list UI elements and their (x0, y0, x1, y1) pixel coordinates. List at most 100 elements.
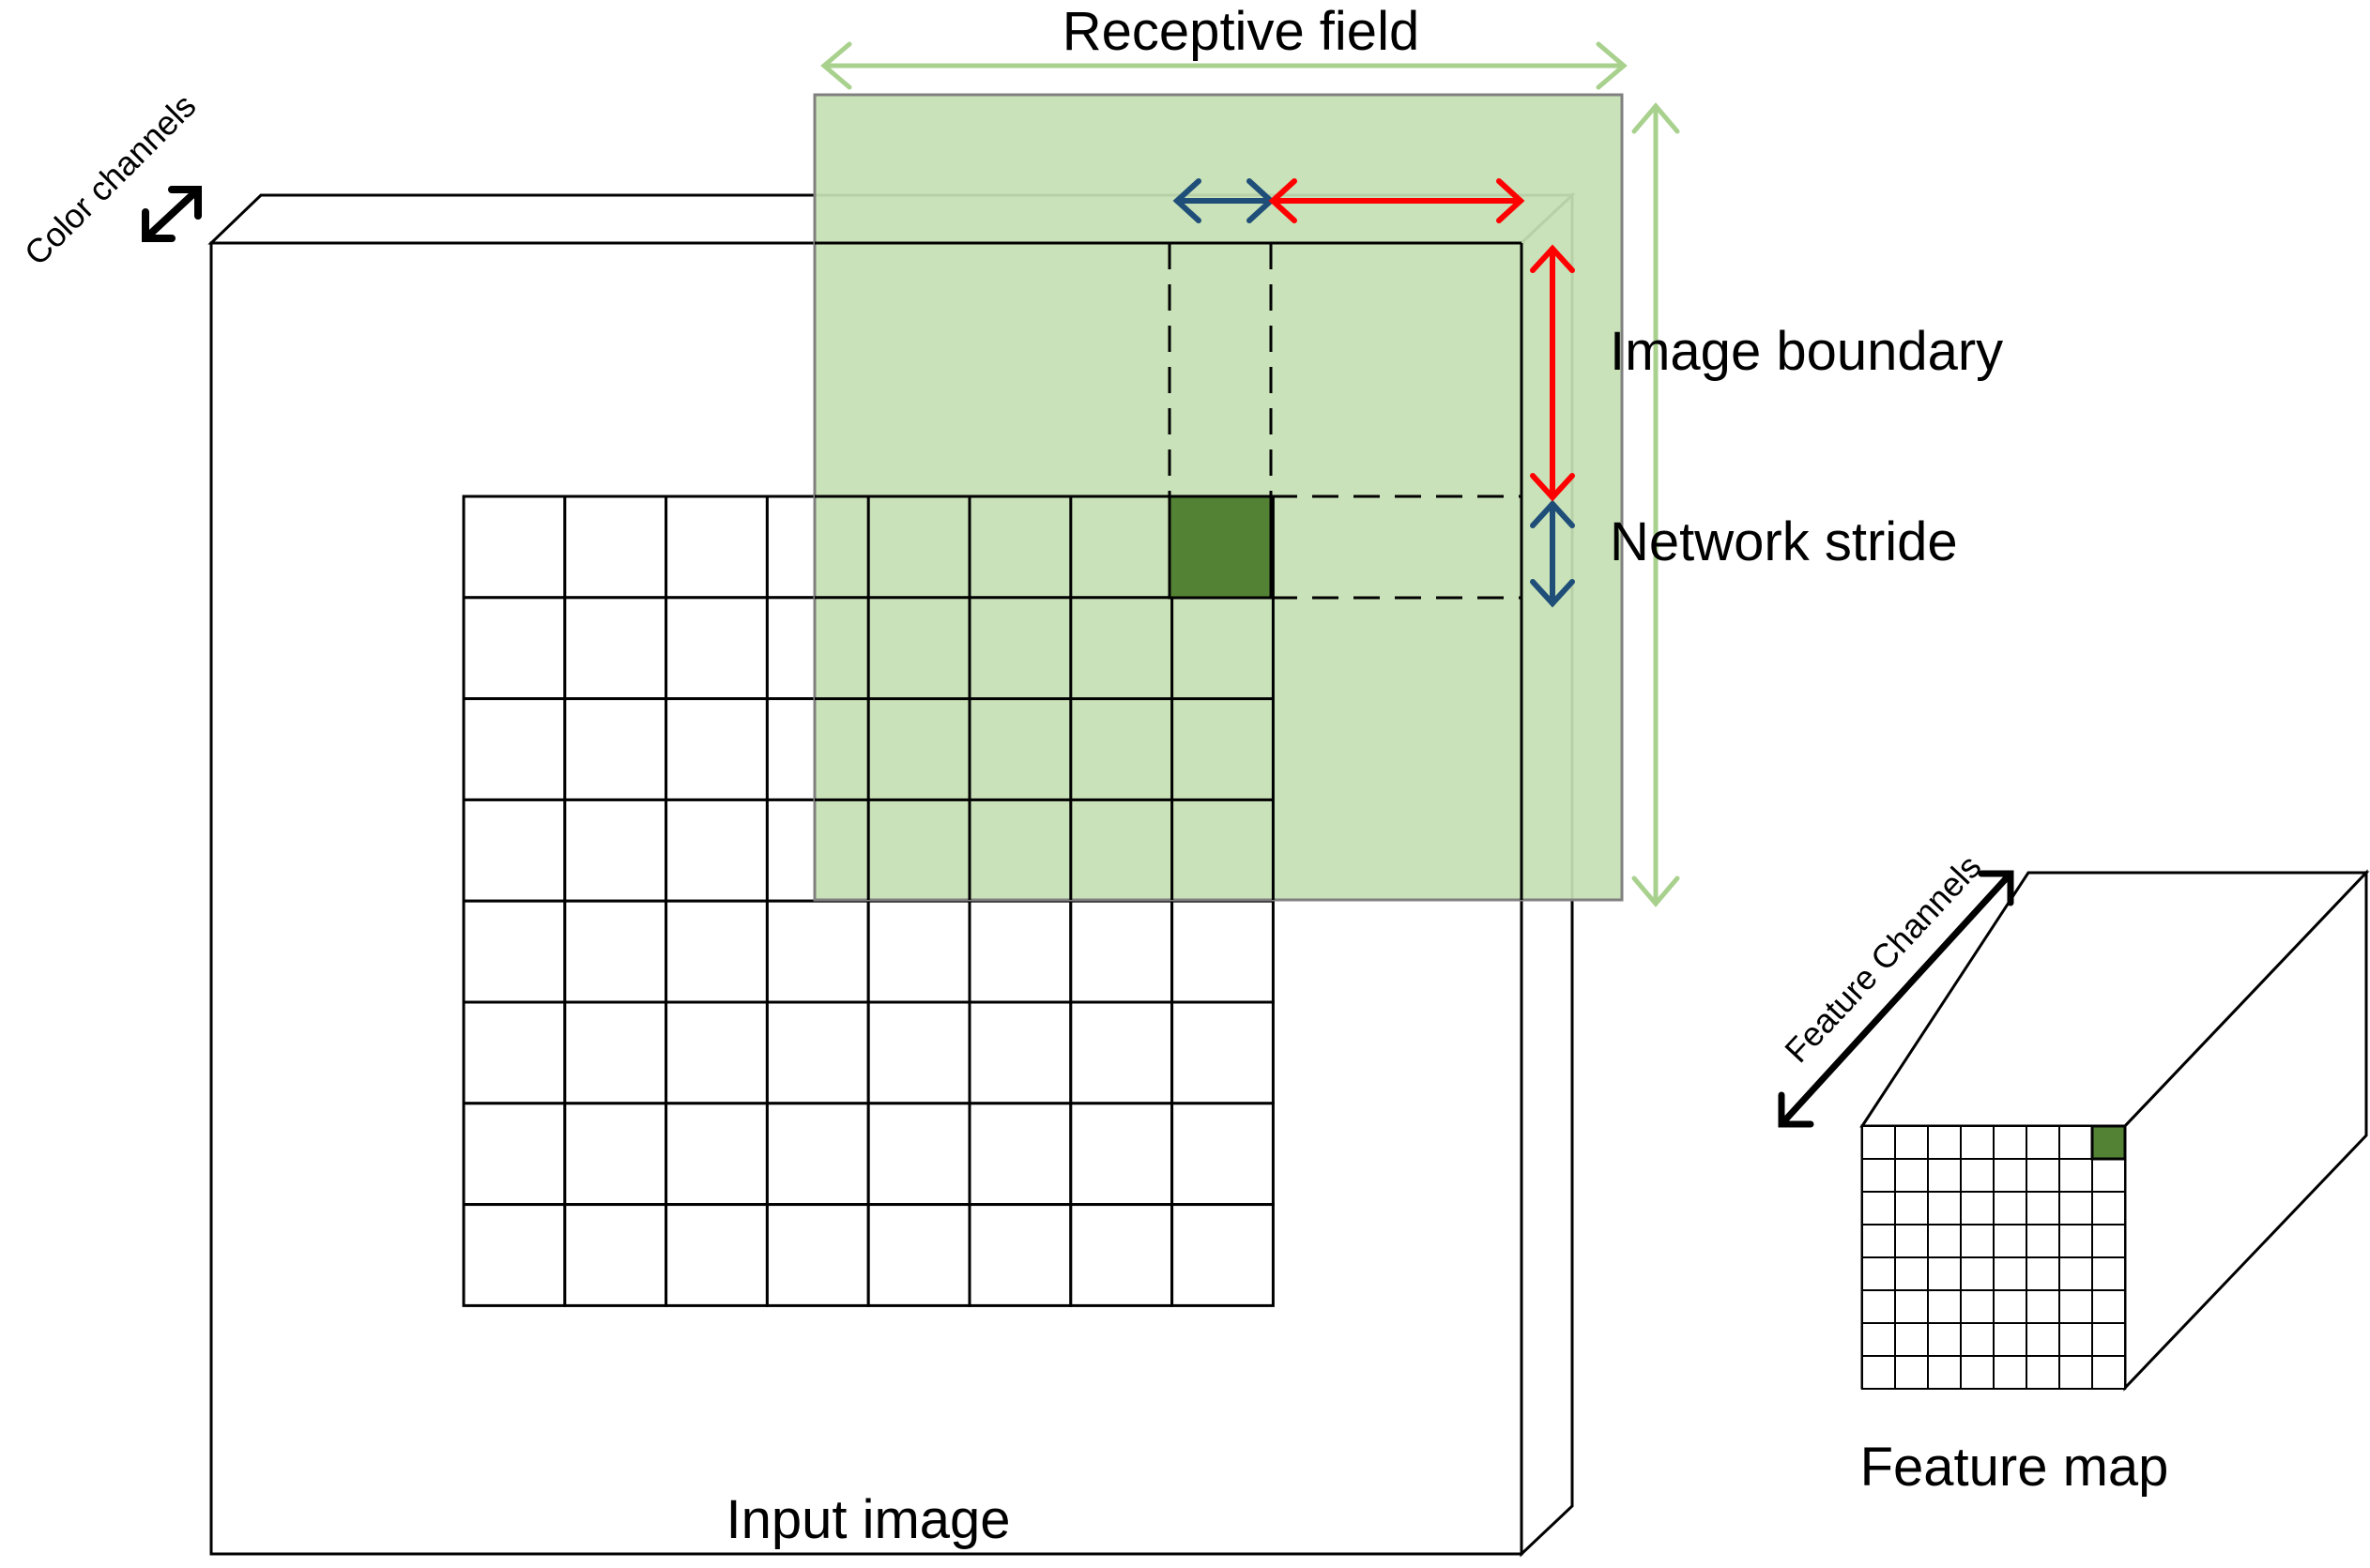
input-grid-cell (665, 1203, 769, 1307)
feature-map-label: Feature map (1860, 1437, 2169, 1498)
feature-grid-cell (1993, 1224, 2027, 1258)
feature-grid-cell (1894, 1289, 1929, 1324)
input-grid-cell (968, 1203, 1073, 1307)
input-grid-cell (1170, 899, 1275, 1004)
feature-grid-cell (2058, 1191, 2093, 1225)
receptive-field-arrows (820, 41, 1680, 907)
input-grid-cell (563, 1000, 668, 1105)
feature-grid-cell (1960, 1224, 1995, 1258)
input-grid-cell (563, 1102, 668, 1207)
input-grid-cell (462, 899, 567, 1004)
input-grid-cell (462, 495, 567, 600)
input-grid-cell (563, 697, 668, 801)
feature-map-highlighted-cell (2090, 1124, 2127, 1161)
feature-grid-cell (2026, 1322, 2060, 1357)
feature-grid-cell (1927, 1256, 1962, 1291)
feature-grid-cell (1894, 1125, 1929, 1160)
feature-grid-cell (1927, 1191, 1962, 1225)
image-boundary-label: Image boundary (1610, 321, 2003, 382)
feature-grid-cell (2026, 1355, 2060, 1390)
input-grid-cell (462, 798, 567, 903)
feature-grid-cell (1927, 1125, 1962, 1160)
feature-grid-cell (2058, 1322, 2093, 1357)
feature-grid-cell (2091, 1256, 2126, 1291)
input-grid-cell (866, 1000, 971, 1105)
feature-map-block (1859, 869, 2370, 1392)
color-channels-arrow (142, 186, 202, 242)
feature-grid-cell (2026, 1289, 2060, 1324)
feature-grid-cell (1993, 1158, 2027, 1193)
input-grid-cell (462, 596, 567, 701)
feature-grid-cell (2091, 1322, 2126, 1357)
feature-grid-cell (1861, 1355, 1896, 1390)
input-grid-cell (563, 495, 668, 600)
feature-grid-cell (2091, 1224, 2126, 1258)
feature-grid-cell (1960, 1355, 1995, 1390)
feature-grid-cell (1927, 1355, 1962, 1390)
highlighted-output-cell (1168, 495, 1273, 600)
feature-grid-cell (1993, 1322, 2027, 1357)
feature-grid-cell (2091, 1355, 2126, 1390)
feature-grid-cell (1927, 1322, 1962, 1357)
input-grid-cell (765, 1000, 870, 1105)
input-grid-cell (1170, 1000, 1275, 1105)
feature-grid-cell (1927, 1158, 1962, 1193)
input-grid-cell (665, 1000, 769, 1105)
input-grid-cell (665, 899, 769, 1004)
input-grid-cell (1069, 1102, 1174, 1207)
input-grid-cell (866, 1203, 971, 1307)
network-stride-arrows (1172, 178, 1575, 608)
feature-grid-cell (2058, 1355, 2093, 1390)
input-image-label: Input image (726, 1489, 1010, 1550)
feature-grid-cell (1894, 1158, 1929, 1193)
input-grid-cell (765, 1203, 870, 1307)
input-grid-cell (462, 697, 567, 801)
input-grid-cell (866, 1102, 971, 1207)
image-boundary-arrows (1268, 178, 1575, 502)
input-grid-cell (1069, 1203, 1174, 1307)
input-grid-cell (1170, 1102, 1275, 1207)
feature-grid-cell (2026, 1224, 2060, 1258)
input-grid-cell (1069, 899, 1174, 1004)
input-grid-cell (1170, 1203, 1275, 1307)
input-grid-cell (462, 1203, 567, 1307)
input-grid-cell (665, 697, 769, 801)
feature-grid-cell (1927, 1224, 1962, 1258)
input-grid-cell (665, 596, 769, 701)
feature-grid-cell (1993, 1125, 2027, 1160)
feature-grid-cell (2026, 1158, 2060, 1193)
input-grid-cell (563, 798, 668, 903)
feature-grid-cell (1960, 1322, 1995, 1357)
input-grid-cell (968, 1000, 1073, 1105)
feature-grid-cell (2091, 1191, 2126, 1225)
input-grid-cell (563, 899, 668, 1004)
feature-channels-arrow (1778, 870, 2014, 1128)
feature-grid-cell (2026, 1256, 2060, 1291)
feature-grid-cell (1960, 1256, 1995, 1291)
feature-grid-cell (2026, 1125, 2060, 1160)
input-grid-cell (563, 596, 668, 701)
feature-grid-cell (1861, 1158, 1896, 1193)
input-grid-cell (968, 899, 1073, 1004)
feature-grid-cell (2058, 1158, 2093, 1193)
receptive-field-label: Receptive field (1063, 1, 1419, 62)
feature-grid-cell (1960, 1289, 1995, 1324)
input-grid-cell (462, 1000, 567, 1105)
input-grid-cell (866, 899, 971, 1004)
feature-grid-cell (1894, 1224, 1929, 1258)
feature-grid-cell (1993, 1289, 2027, 1324)
input-grid-cell (765, 1102, 870, 1207)
input-grid-cell (968, 1102, 1073, 1207)
feature-grid-cell (2026, 1191, 2060, 1225)
feature-grid-cell (2058, 1289, 2093, 1324)
grid-lines-overlay (815, 495, 1275, 900)
feature-grid-cell (1927, 1289, 1962, 1324)
input-grid-cell (665, 495, 769, 600)
feature-grid-cell (2058, 1224, 2093, 1258)
feature-grid-cell (1861, 1224, 1896, 1258)
feature-grid-cell (1894, 1191, 1929, 1225)
feature-grid-cell (1993, 1191, 2027, 1225)
feature-map-grid (1861, 1125, 2126, 1390)
